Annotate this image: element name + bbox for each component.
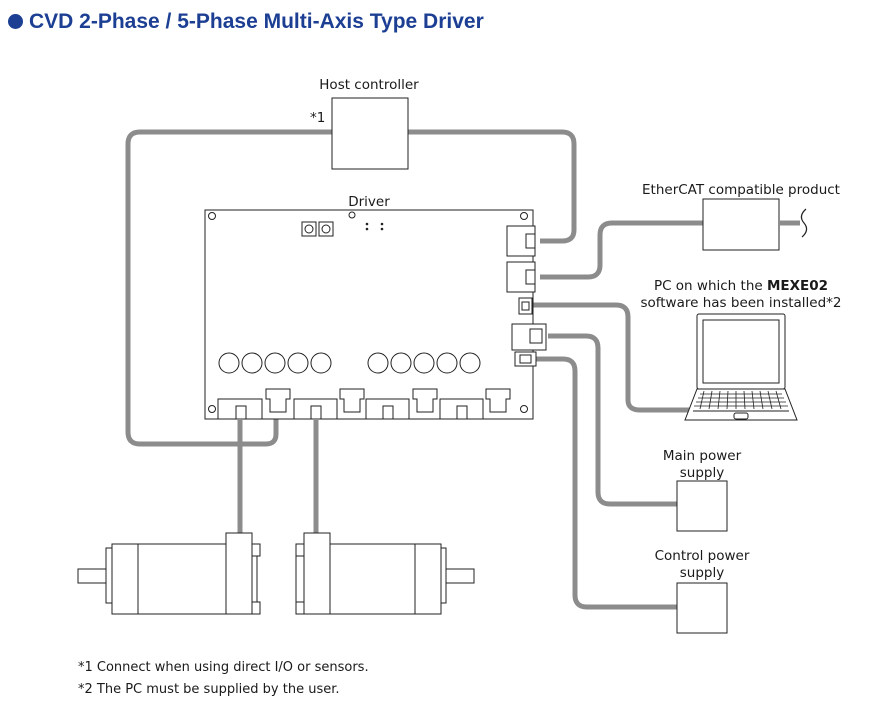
- cable-driver-to-main-power: [548, 333, 677, 507]
- mounting-hole-icon: [520, 405, 528, 413]
- pc-label-prefix: PC on which the: [654, 278, 767, 294]
- page-title: CVD 2-Phase / 5-Phase Multi-Axis Type Dr…: [8, 10, 484, 34]
- title-text: CVD 2-Phase / 5-Phase Multi-Axis Type Dr…: [29, 10, 484, 33]
- main-power-label-line1: Main power: [663, 448, 742, 464]
- cable-host-to-driver-ethercat: [408, 129, 577, 244]
- host-controller-label: Host controller: [319, 77, 419, 93]
- main-power-box: [676, 480, 728, 532]
- ethercat-product-label: EtherCAT compatible product: [642, 182, 840, 198]
- cable-host-to-driver-io: [125, 129, 332, 447]
- led-indicator-icon: [348, 211, 356, 219]
- pc-label-software: MEXE02: [767, 278, 828, 294]
- cable-driver-to-control-power: [536, 356, 677, 610]
- title-bullet-icon: [8, 14, 23, 29]
- laptop-icon: [684, 313, 798, 421]
- ethercat-product-box: [702, 198, 780, 251]
- setting-dials: [218, 352, 481, 374]
- control-power-supply: Control power supply: [655, 548, 750, 634]
- footnote-1: *1 Connect when using direct I/O or sens…: [78, 660, 369, 675]
- pc: PC on which the MEXE02 software has been…: [640, 278, 842, 421]
- cable-break-icon: [800, 208, 808, 238]
- right-connectors: [506, 225, 547, 367]
- cable-driver-to-pc: [532, 302, 692, 413]
- driver-label: Driver: [348, 194, 390, 210]
- pc-label-line2: software has been installed*2: [640, 295, 841, 311]
- cable-driver-to-ethercat-product: [540, 220, 703, 280]
- pc-label-line1: PC on which the MEXE02: [654, 278, 828, 294]
- footnote-2: *2 The PC must be supplied by the user.: [78, 682, 340, 697]
- ethercat-port-in: [506, 225, 536, 257]
- rotary-switches: [301, 221, 334, 237]
- ethercat-product: EtherCAT compatible product: [642, 182, 840, 251]
- status-dots: [365, 222, 384, 231]
- bottom-connectors: [217, 388, 511, 420]
- mounting-hole-icon: [520, 212, 528, 220]
- control-power-box: [676, 582, 728, 634]
- host-controller-box: [331, 97, 409, 170]
- cables: [125, 129, 703, 610]
- main-power-label-line2: supply: [680, 465, 724, 481]
- control-power-label-line1: Control power: [655, 548, 750, 564]
- main-power-supply: Main power supply: [663, 448, 742, 532]
- driver-board: [204, 209, 534, 420]
- mounting-hole-icon: [208, 405, 216, 413]
- stepping-motor-icon: [295, 532, 475, 615]
- note-marker-1: *1: [310, 110, 325, 126]
- control-power-label-line2: supply: [680, 565, 724, 581]
- driver: Driver: [204, 194, 547, 420]
- host-controller: Host controller *1: [310, 77, 419, 170]
- footnotes: *1 Connect when using direct I/O or sens…: [78, 657, 369, 701]
- stepping-motor-icon: [77, 532, 261, 615]
- mounting-hole-icon: [208, 212, 216, 220]
